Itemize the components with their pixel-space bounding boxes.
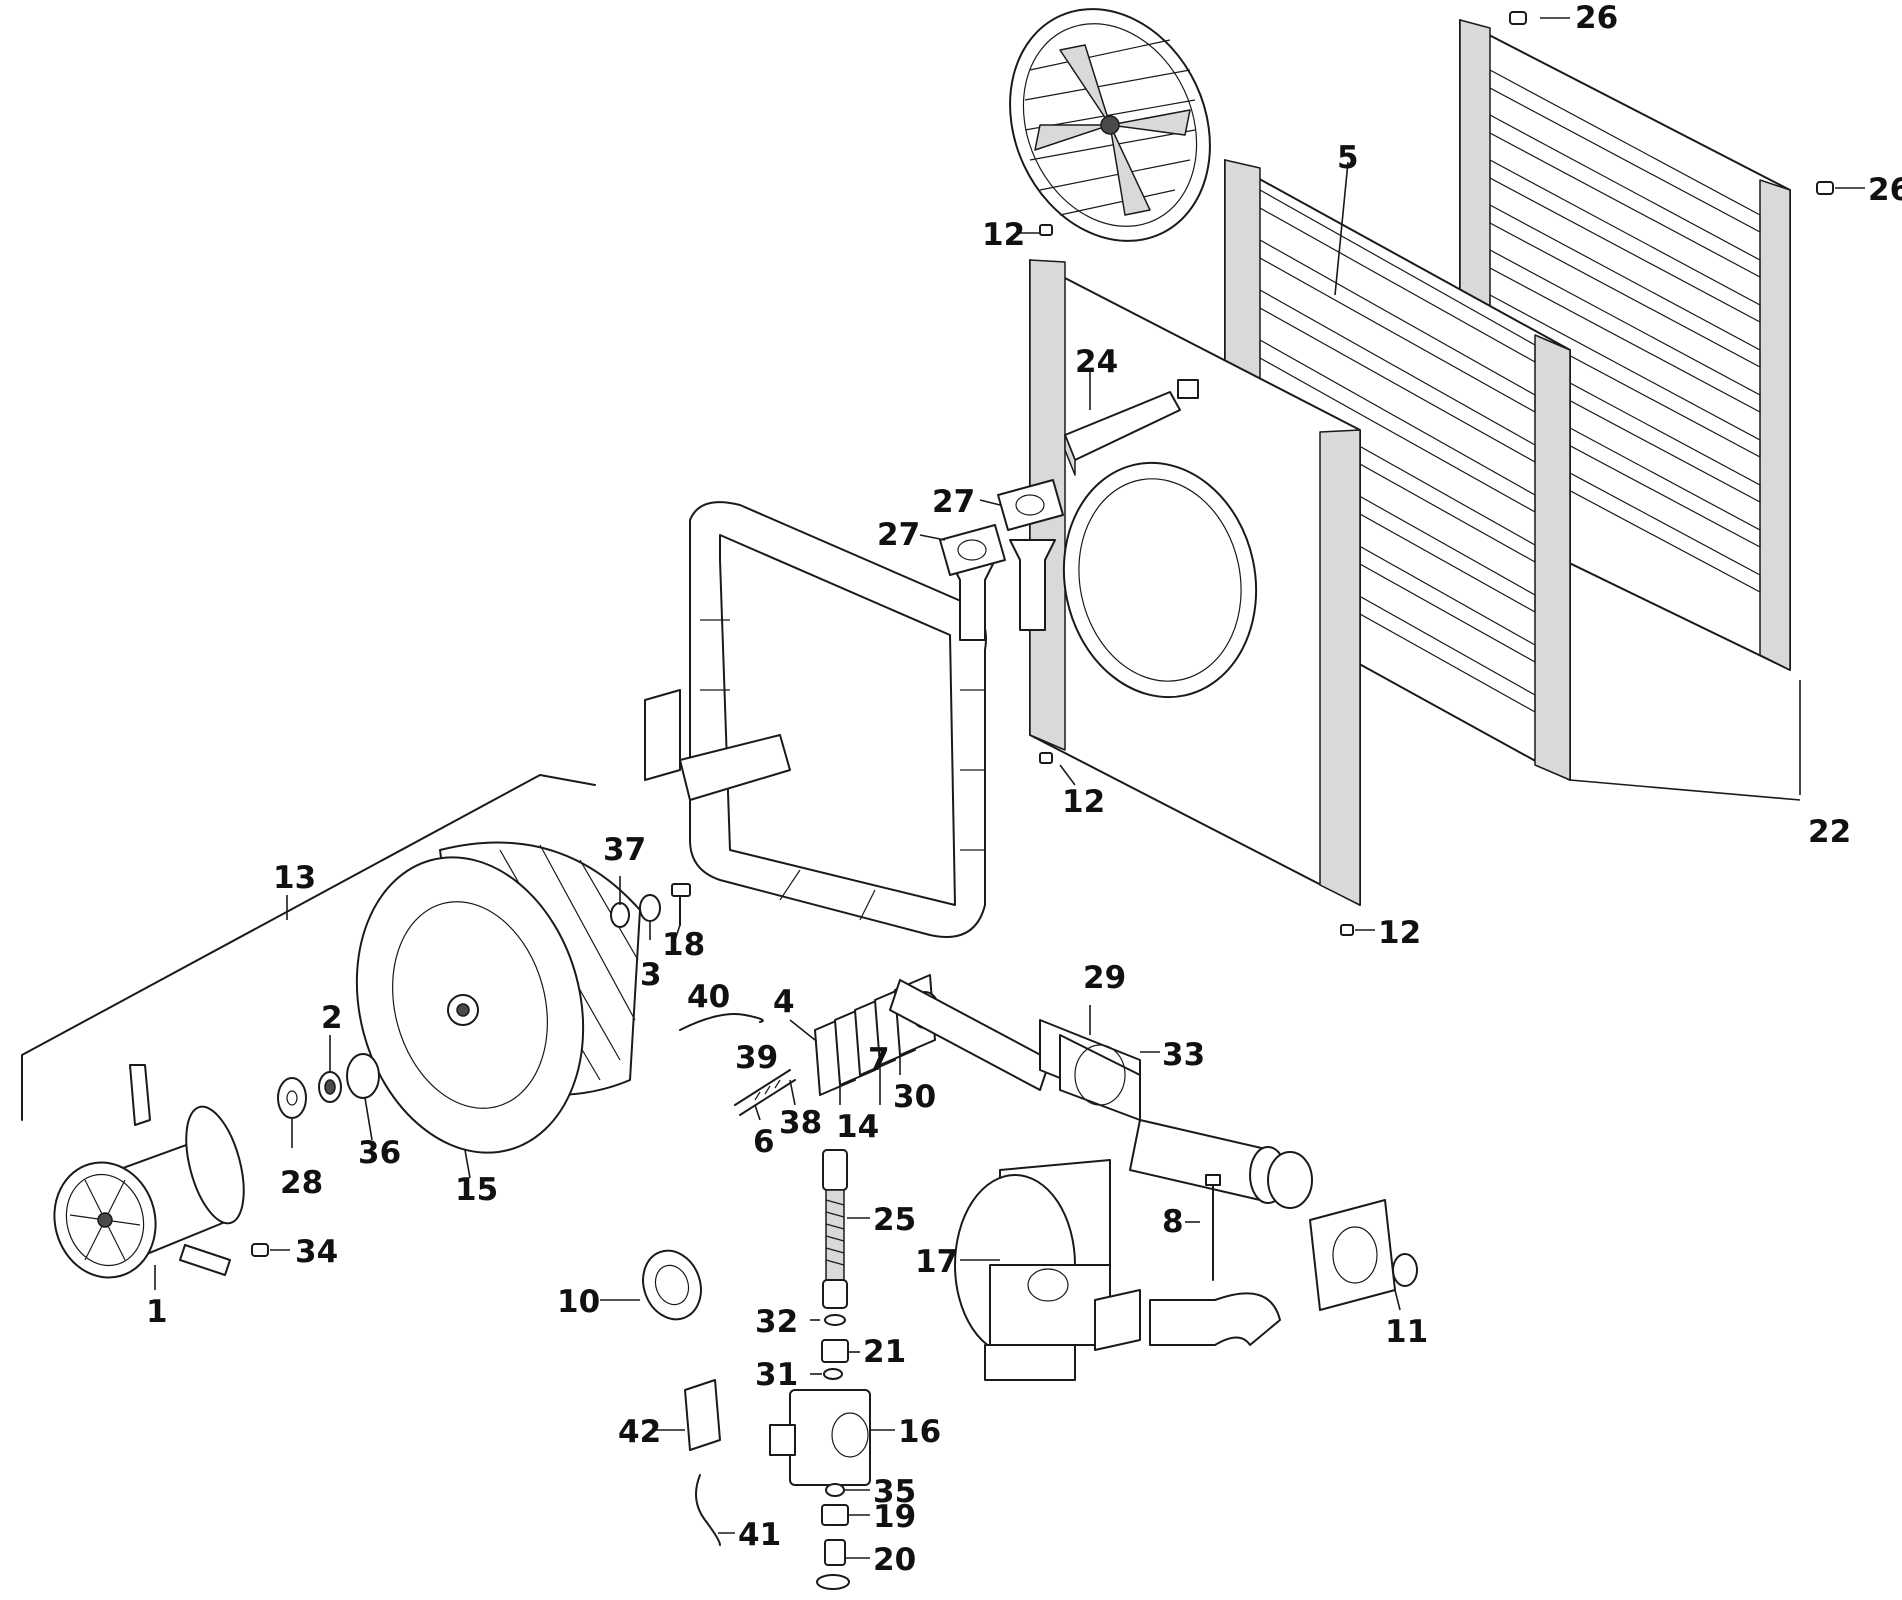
bearing-2 bbox=[318, 1071, 342, 1103]
blower-17 bbox=[954, 1159, 1141, 1381]
axial-fan-guard bbox=[1009, 8, 1211, 242]
callout-4: 4 bbox=[773, 984, 795, 1020]
callout-21: 21 bbox=[863, 1334, 906, 1370]
callout-12-mid: 12 bbox=[1062, 784, 1105, 820]
callout-6: 6 bbox=[753, 1124, 775, 1160]
exhaust-duct bbox=[889, 979, 1051, 1091]
gas-valve-stack bbox=[769, 1314, 871, 1590]
callout-5: 5 bbox=[1337, 140, 1359, 176]
callout-31: 31 bbox=[755, 1357, 798, 1393]
callout-40: 40 bbox=[687, 979, 730, 1015]
motor-1 bbox=[53, 1064, 245, 1279]
callout-41: 41 bbox=[738, 1517, 781, 1553]
callout-34: 34 bbox=[295, 1234, 338, 1270]
leader-lines bbox=[154, 17, 1865, 1559]
part-10 bbox=[642, 1249, 702, 1321]
screw-12-bottom bbox=[1340, 924, 1354, 936]
callout-18: 18 bbox=[662, 927, 705, 963]
callout-36: 36 bbox=[358, 1135, 401, 1171]
callout-8: 8 bbox=[1162, 1204, 1184, 1240]
callout-15: 15 bbox=[455, 1172, 498, 1208]
callout-10: 10 bbox=[557, 1284, 600, 1320]
flex-hose-25 bbox=[822, 1149, 848, 1309]
heat-exchanger-tubes bbox=[689, 501, 1056, 938]
callout-22: 22 bbox=[1808, 814, 1851, 850]
callout-1: 1 bbox=[146, 1294, 168, 1330]
callout-37: 37 bbox=[603, 832, 646, 868]
callout-35: 35 bbox=[873, 1474, 916, 1510]
callout-2: 2 bbox=[321, 1000, 343, 1036]
callout-30: 30 bbox=[893, 1079, 936, 1115]
callout-13: 13 bbox=[273, 860, 316, 896]
wire-40 bbox=[679, 1013, 764, 1031]
washer-37 bbox=[610, 902, 630, 928]
callout-20: 20 bbox=[873, 1542, 916, 1578]
callout-27-upper: 27 bbox=[932, 484, 975, 520]
gasket-27-upper bbox=[997, 479, 1064, 531]
callout-29: 29 bbox=[1083, 960, 1126, 996]
disc-36 bbox=[346, 1053, 380, 1099]
callout-19: 19 bbox=[873, 1499, 916, 1535]
elbow-duct bbox=[1149, 1292, 1281, 1346]
callout-26-right: 26 bbox=[1868, 172, 1902, 208]
wire-41 bbox=[695, 1474, 721, 1546]
screw-12-mid bbox=[1039, 752, 1053, 764]
callout-32: 32 bbox=[755, 1304, 798, 1340]
callout-7: 7 bbox=[868, 1042, 890, 1078]
callout-39: 39 bbox=[735, 1040, 778, 1076]
callout-33: 33 bbox=[1162, 1037, 1205, 1073]
callout-27-lower: 27 bbox=[877, 517, 920, 553]
burner-head-11 bbox=[1267, 1151, 1418, 1311]
impeller-15 bbox=[355, 841, 641, 1154]
tube-clamp bbox=[644, 689, 791, 801]
callout-12-top: 12 bbox=[982, 217, 1025, 253]
callout-labels: 26 26 5 12 24 27 27 12 22 12 13 37 18 3 … bbox=[146, 0, 1902, 1578]
gasket-27-lower bbox=[939, 524, 1006, 576]
bolt-18 bbox=[671, 883, 691, 926]
screw-12-top bbox=[1039, 224, 1053, 236]
hub-3 bbox=[639, 894, 661, 922]
callout-28: 28 bbox=[280, 1165, 323, 1201]
callout-12-bottom: 12 bbox=[1378, 915, 1421, 951]
callout-42: 42 bbox=[618, 1414, 661, 1450]
callout-25: 25 bbox=[873, 1202, 916, 1238]
callout-3: 3 bbox=[640, 957, 662, 993]
callout-16: 16 bbox=[898, 1414, 941, 1450]
screw-26-right bbox=[1816, 181, 1834, 195]
callout-24: 24 bbox=[1075, 344, 1118, 380]
screw-26-top bbox=[1509, 11, 1527, 25]
callout-26-top: 26 bbox=[1575, 0, 1618, 36]
ignition-cable bbox=[734, 1069, 796, 1116]
callout-14: 14 bbox=[836, 1109, 879, 1145]
bracket-24 bbox=[1064, 391, 1181, 476]
screw-34 bbox=[251, 1243, 269, 1257]
burner-tube bbox=[1129, 1119, 1287, 1204]
group-13-boundary bbox=[21, 774, 596, 1121]
part-42 bbox=[684, 1379, 721, 1451]
callout-38: 38 bbox=[779, 1105, 822, 1141]
electrode-8 bbox=[1205, 1174, 1221, 1281]
callout-11: 11 bbox=[1385, 1314, 1428, 1350]
washer-28 bbox=[277, 1077, 307, 1119]
callout-17: 17 bbox=[915, 1244, 958, 1280]
